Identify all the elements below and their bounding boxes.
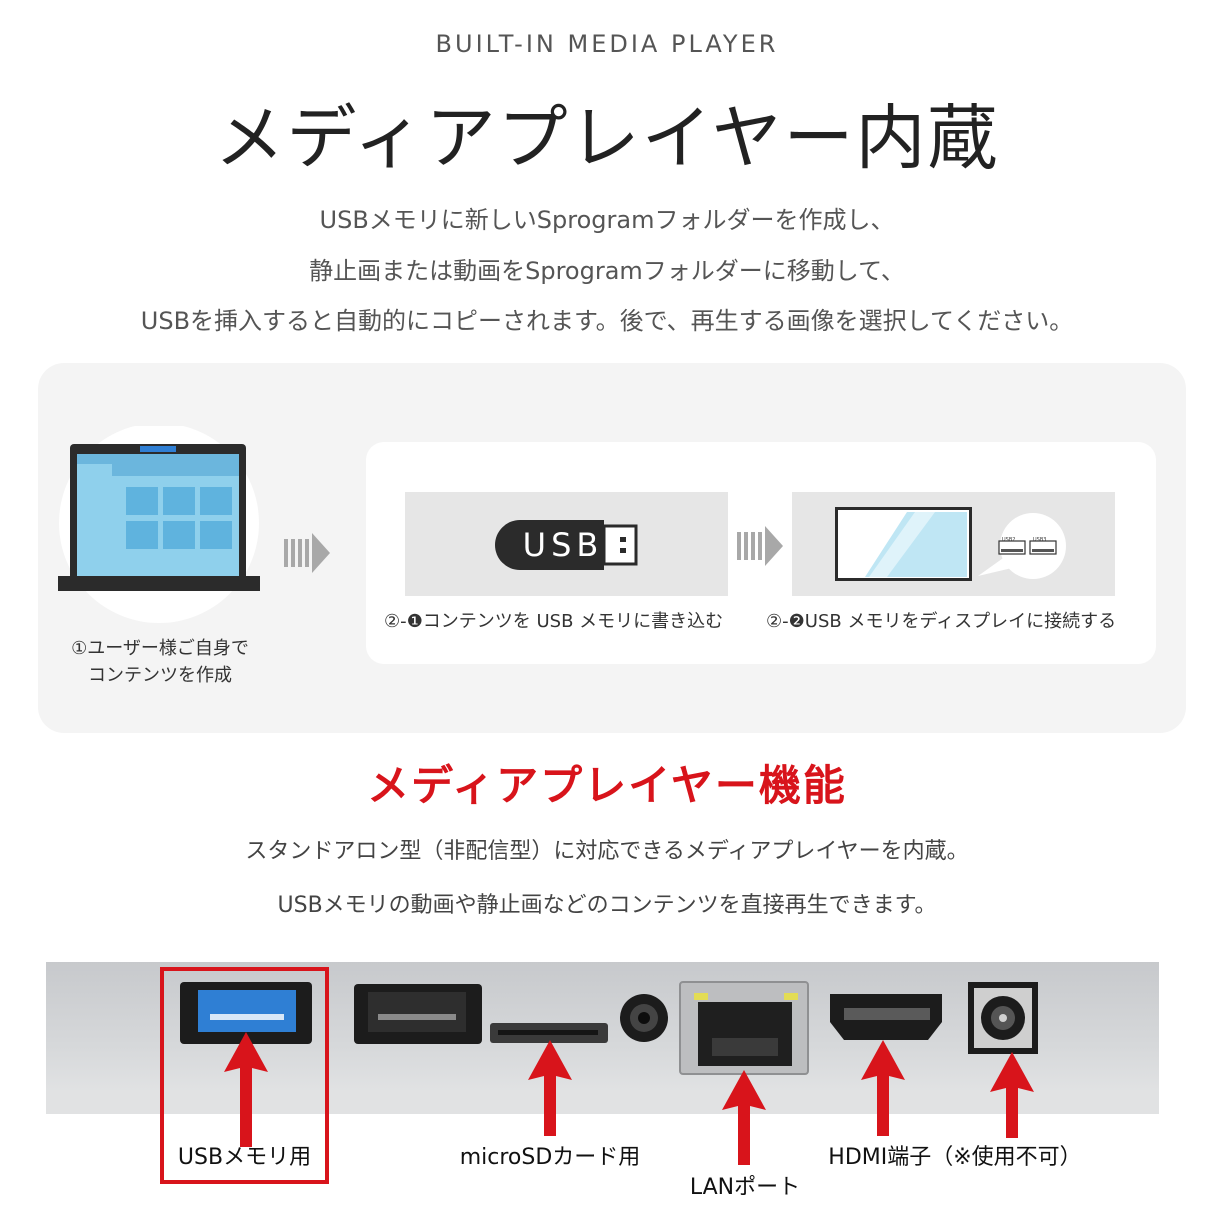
page-title: メディアプレイヤー内蔵 bbox=[214, 97, 1000, 179]
step2b-caption: ②-❷USB メモリをディスプレイに接続する bbox=[766, 611, 1117, 632]
features-line-2: USBメモリの動画や静止画などのコンテンツを直接再生できます。 bbox=[277, 893, 937, 918]
step1-caption-line-1: ①ユーザー様ご自身で bbox=[71, 638, 249, 659]
hdmi-port-label: HDMI端子（※使用不可） bbox=[828, 1145, 1082, 1170]
port-panel-illustration bbox=[46, 981, 1159, 1114]
eyebrow-heading: BUILT-IN MEDIA PLAYER bbox=[435, 30, 779, 58]
usb-port-callout-icon bbox=[978, 513, 1066, 579]
arrow-up-icon bbox=[224, 1032, 268, 1147]
arrow-right-icon bbox=[284, 533, 330, 573]
lan-port-label: LANポート bbox=[689, 1175, 801, 1200]
arrow-right-icon bbox=[737, 526, 783, 566]
port-panel-photo bbox=[46, 962, 1159, 1114]
arrow-up-icon bbox=[990, 1052, 1034, 1138]
intro-line-1: USBメモリに新しいSprogramフォルダーを作成し、 bbox=[319, 206, 895, 234]
usb-stick-label: USB bbox=[522, 526, 604, 564]
features-title: メディアプレイヤー機能 bbox=[367, 761, 847, 810]
usb-port-highlight bbox=[160, 967, 329, 1184]
step1-caption-line-2: コンテンツを作成 bbox=[88, 665, 232, 686]
usb2-port-label: USB2 bbox=[1002, 537, 1016, 543]
arrow-up-icon bbox=[861, 1040, 905, 1136]
usb3-port-label: USB3 bbox=[1033, 537, 1047, 543]
arrow-up-icon bbox=[528, 1040, 572, 1136]
step2a-caption: ②-❶コンテンツを USB メモリに書き込む bbox=[384, 611, 724, 632]
usb-stick-icon bbox=[495, 520, 638, 570]
arrow-up-icon bbox=[722, 1070, 766, 1165]
usb-port-label: USBメモリ用 bbox=[177, 1145, 312, 1170]
microsd-port-label: microSDカード用 bbox=[459, 1145, 641, 1170]
display-icon bbox=[835, 507, 972, 581]
intro-line-3: USBを挿入すると自動的にコピーされます。後で、再生する画像を選択してください。 bbox=[140, 307, 1074, 335]
intro-line-2: 静止画または動画をSprogramフォルダーに移動して、 bbox=[309, 257, 905, 285]
features-line-1: スタンドアロン型（非配信型）に対応できるメディアプレイヤーを内蔵。 bbox=[245, 839, 969, 864]
laptop-icon bbox=[58, 426, 260, 623]
